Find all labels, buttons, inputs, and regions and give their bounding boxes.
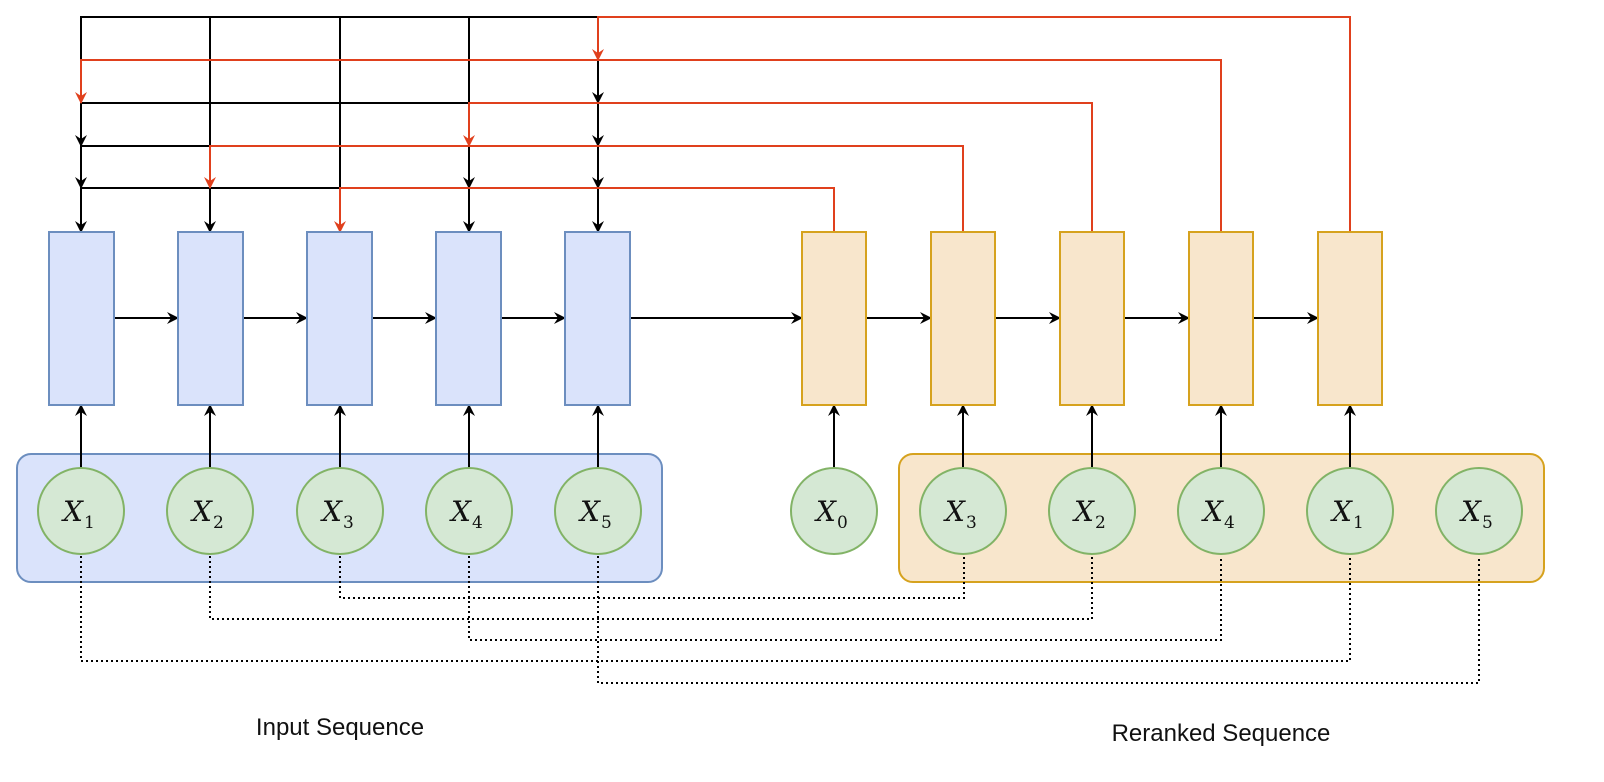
decoder-cell xyxy=(1317,231,1383,406)
node-sub: 4 xyxy=(472,513,483,533)
node-sub: 3 xyxy=(343,513,354,533)
node-sub: 0 xyxy=(837,513,848,533)
node-var: X xyxy=(1201,495,1224,528)
input-node-3: X 3 xyxy=(296,467,384,555)
encoder-cell xyxy=(177,231,244,406)
input-sequence-caption: Input Sequence xyxy=(256,714,424,741)
input-node-1: X 1 xyxy=(37,467,125,555)
decoder-cell xyxy=(801,231,867,406)
node-sub: 1 xyxy=(1353,513,1364,533)
reranked-node-1: X 3 xyxy=(919,467,1007,555)
reranked-node-5: X 5 xyxy=(1435,467,1523,555)
pointer-line-5 xyxy=(592,16,1351,232)
node-sub: 3 xyxy=(966,513,977,533)
reranked-node-3: X 4 xyxy=(1177,467,1265,555)
node-var: X xyxy=(943,495,966,528)
reranked-sequence-caption: Reranked Sequence xyxy=(1112,720,1331,747)
reranked-node-4: X 1 xyxy=(1306,467,1394,555)
node-var: X xyxy=(1330,495,1353,528)
encoder-cells xyxy=(48,231,631,406)
dotted-correspondence-lines xyxy=(80,556,1480,684)
pointer-lines xyxy=(75,16,1351,233)
node-var: X xyxy=(190,495,213,528)
node-sub: 5 xyxy=(1482,513,1493,533)
decoder-cell xyxy=(1188,231,1254,406)
node-sub: 1 xyxy=(84,513,95,533)
node-sub: 4 xyxy=(1224,513,1235,533)
pointer-line-1 xyxy=(334,187,835,233)
node-var: X xyxy=(814,495,837,528)
decoder-cells xyxy=(801,231,1383,406)
encoder-cell xyxy=(306,231,373,406)
node-var: X xyxy=(320,495,343,528)
encoder-cell xyxy=(564,231,631,406)
start-node: X 0 xyxy=(790,467,878,555)
decoder-cell xyxy=(930,231,996,406)
node-var: X xyxy=(449,495,472,528)
input-node-4: X 4 xyxy=(425,467,513,555)
reranked-node-2: X 2 xyxy=(1048,467,1136,555)
encoder-cell xyxy=(435,231,502,406)
pointer-line-3 xyxy=(463,102,1093,232)
input-arrows xyxy=(75,404,1356,469)
node-sub: 5 xyxy=(601,513,612,533)
encoder-cell xyxy=(48,231,115,406)
decoder-cell xyxy=(1059,231,1125,406)
input-node-2: X 2 xyxy=(166,467,254,555)
node-sub: 2 xyxy=(213,513,224,533)
node-var: X xyxy=(61,495,84,528)
node-var: X xyxy=(578,495,601,528)
node-var: X xyxy=(1072,495,1095,528)
pointer-line-4 xyxy=(75,59,1222,232)
node-var: X xyxy=(1459,495,1482,528)
input-node-5: X 5 xyxy=(554,467,642,555)
node-sub: 2 xyxy=(1095,513,1106,533)
pointer-line-2 xyxy=(204,145,964,232)
